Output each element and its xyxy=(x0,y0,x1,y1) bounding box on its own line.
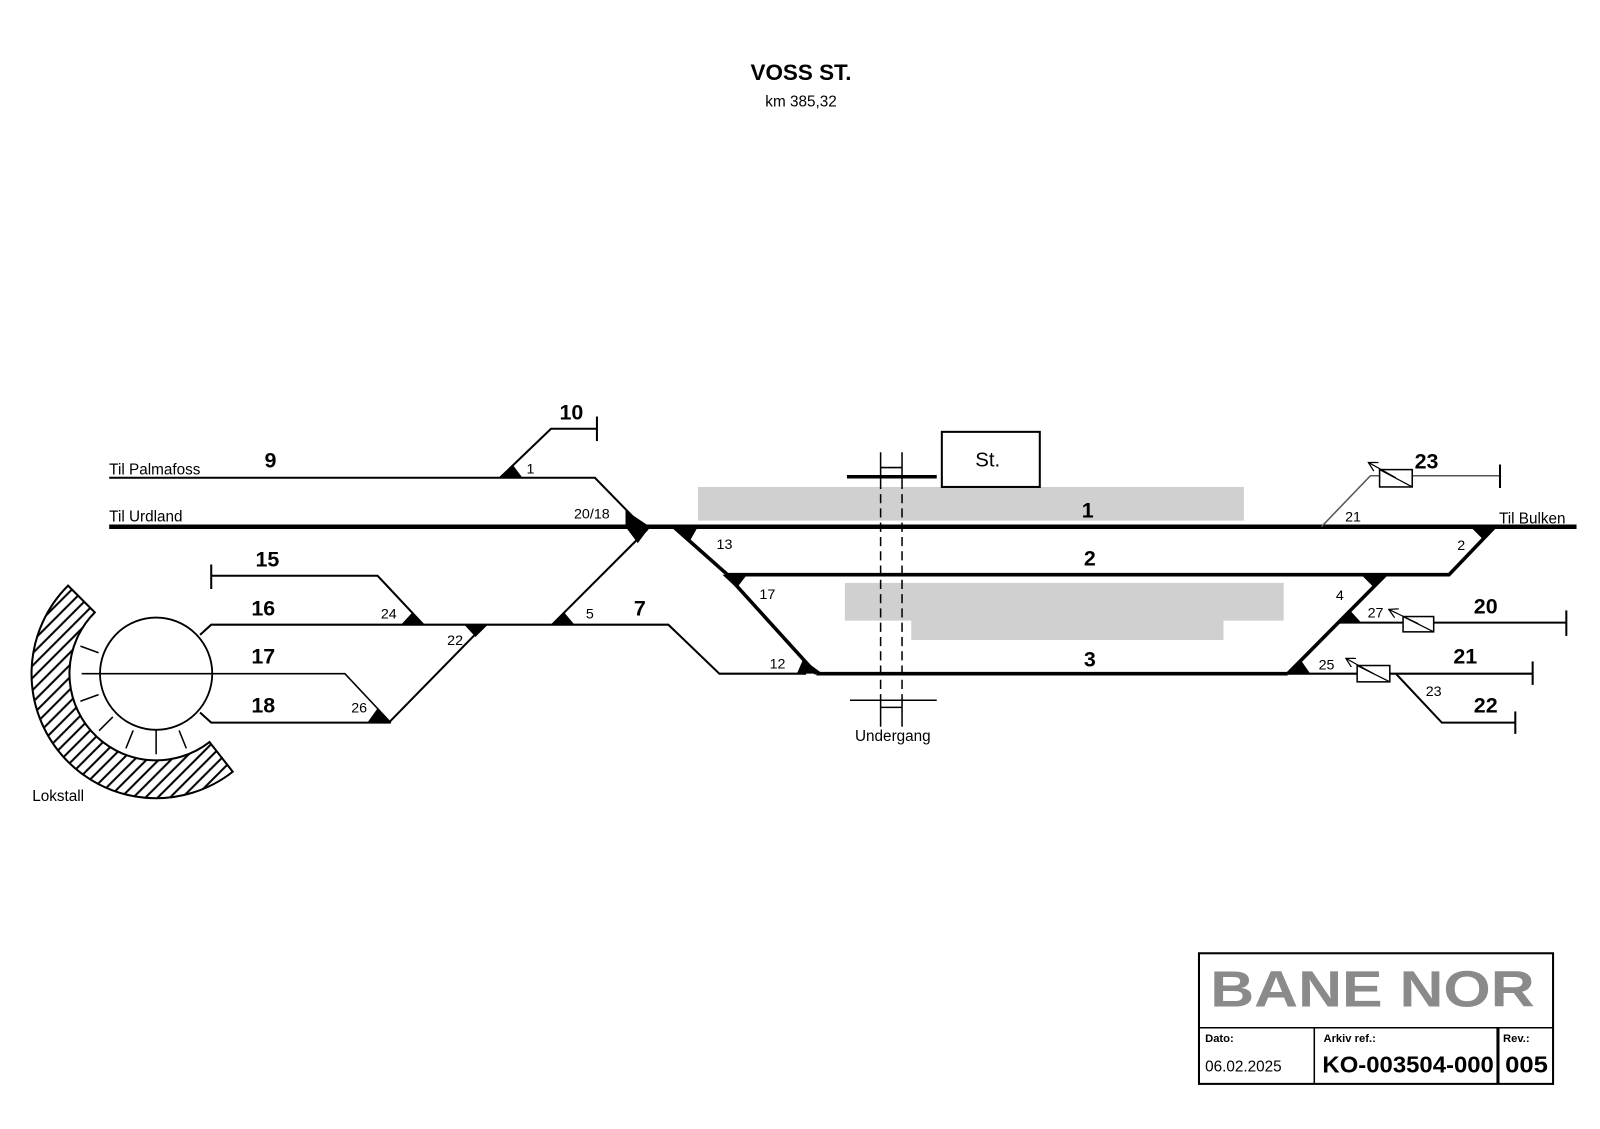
track-3-right-diagonal xyxy=(1286,573,1387,675)
switch-label-5: 5 xyxy=(586,607,594,623)
station-building-label: St. xyxy=(975,450,1000,472)
bane-nor-logo: BANE NOR xyxy=(1210,960,1534,1017)
switch-label-4: 4 xyxy=(1336,588,1344,604)
switch-25-marker xyxy=(1287,660,1311,674)
switch-22-marker xyxy=(464,624,488,637)
platform-middle xyxy=(844,582,1284,621)
switch-24-marker xyxy=(401,612,425,625)
title-block-border xyxy=(1197,952,1555,1085)
platform-middle-extension xyxy=(911,619,1224,641)
switch-label-22: 22 xyxy=(447,633,463,649)
switch-27-marker xyxy=(1337,610,1362,623)
track-label-22: 22 xyxy=(1474,693,1498,717)
track-label-21: 21 xyxy=(1453,644,1477,668)
signal-arrow-track-23 xyxy=(1368,462,1397,479)
archive-ref-value: KO-003504-000 xyxy=(1322,1052,1493,1078)
track-15-line xyxy=(211,574,425,626)
engine-shed-hatched xyxy=(30,584,235,800)
track-22-line xyxy=(1395,672,1516,724)
station-building xyxy=(940,430,1041,488)
direction-label-urdland: Til Urdland xyxy=(109,509,182,526)
direction-label-bulken: Til Bulken xyxy=(1499,511,1566,528)
switch-12-marker xyxy=(796,659,823,674)
track-label-17: 17 xyxy=(251,644,275,668)
switch-label-12: 12 xyxy=(770,657,786,673)
switch-5-marker xyxy=(552,612,575,625)
track-10-line xyxy=(499,427,597,479)
switch-label-13: 13 xyxy=(717,537,733,553)
switch-4-marker xyxy=(1361,574,1386,587)
track-17-line xyxy=(81,672,392,724)
turntable-stall-tick xyxy=(80,645,99,654)
underpass-label: Undergang xyxy=(855,728,931,745)
switch-label-26: 26 xyxy=(351,700,367,716)
track-23-line xyxy=(1320,474,1500,528)
track-label-23: 23 xyxy=(1415,450,1439,474)
turntable-stall-tick xyxy=(125,730,134,749)
revision-label: Rev.: xyxy=(1503,1033,1530,1045)
track-label-9: 9 xyxy=(264,449,276,473)
track-9-line xyxy=(109,476,638,522)
track-18-line xyxy=(199,711,391,724)
track-3-left-diagonal xyxy=(725,573,818,675)
track-2-line xyxy=(672,525,1497,577)
date-label: Dato: xyxy=(1205,1033,1234,1045)
crossover-22-line xyxy=(388,623,486,724)
track-label-18: 18 xyxy=(251,693,275,717)
switch-1-marker xyxy=(500,465,523,478)
switch-26-marker xyxy=(367,708,391,723)
track-label-2: 2 xyxy=(1084,547,1096,571)
date-value: 06.02.2025 xyxy=(1205,1059,1282,1076)
switch-2-marker xyxy=(1470,526,1495,539)
page-subtitle: km 385,32 xyxy=(765,93,836,110)
platform-track-1 xyxy=(697,486,1244,521)
engine-shed-label: Lokstall xyxy=(32,788,84,805)
track-label-20: 20 xyxy=(1474,594,1498,618)
revision-value: 005 xyxy=(1505,1052,1548,1078)
title-block: BANE NOR Dato: 06.02.2025 Arkiv ref.: KO… xyxy=(1197,952,1555,1085)
direction-label-palmafoss: Til Palmafoss xyxy=(109,462,201,479)
switch-20-18-marker xyxy=(625,510,650,544)
track-label-10: 10 xyxy=(560,401,584,425)
switch-label-24: 24 xyxy=(381,607,397,623)
track-label-3: 3 xyxy=(1084,648,1096,672)
archive-ref-label: Arkiv ref.: xyxy=(1323,1033,1375,1045)
track-label-7: 7 xyxy=(634,597,646,621)
turntable-stall-tick xyxy=(80,693,99,702)
signal-arrow-track-20 xyxy=(1389,609,1419,625)
switch-label-23: 23 xyxy=(1426,684,1442,700)
switch-label-27: 27 xyxy=(1368,606,1384,622)
track-label-15: 15 xyxy=(255,548,279,572)
track-label-1: 1 xyxy=(1082,499,1094,523)
signal-box-track-23-diagonal xyxy=(1379,469,1413,488)
crossover-5-line xyxy=(551,528,649,626)
switch-label-1: 1 xyxy=(527,462,535,478)
track-label-16: 16 xyxy=(251,597,275,621)
switch-label-20-18: 20/18 xyxy=(574,507,610,523)
switch-label-25: 25 xyxy=(1319,658,1335,674)
switch-label-21: 21 xyxy=(1345,510,1361,526)
page-title: VOSS ST. xyxy=(751,60,852,85)
turntable-stall-tick xyxy=(98,716,114,732)
switch-17-marker xyxy=(722,574,747,588)
switch-label-17: 17 xyxy=(759,587,775,603)
signal-arrow-track-21 xyxy=(1346,658,1374,675)
switch-label-2: 2 xyxy=(1457,538,1465,554)
track-7-line xyxy=(199,623,807,675)
turntable-stall-tick xyxy=(178,730,188,749)
